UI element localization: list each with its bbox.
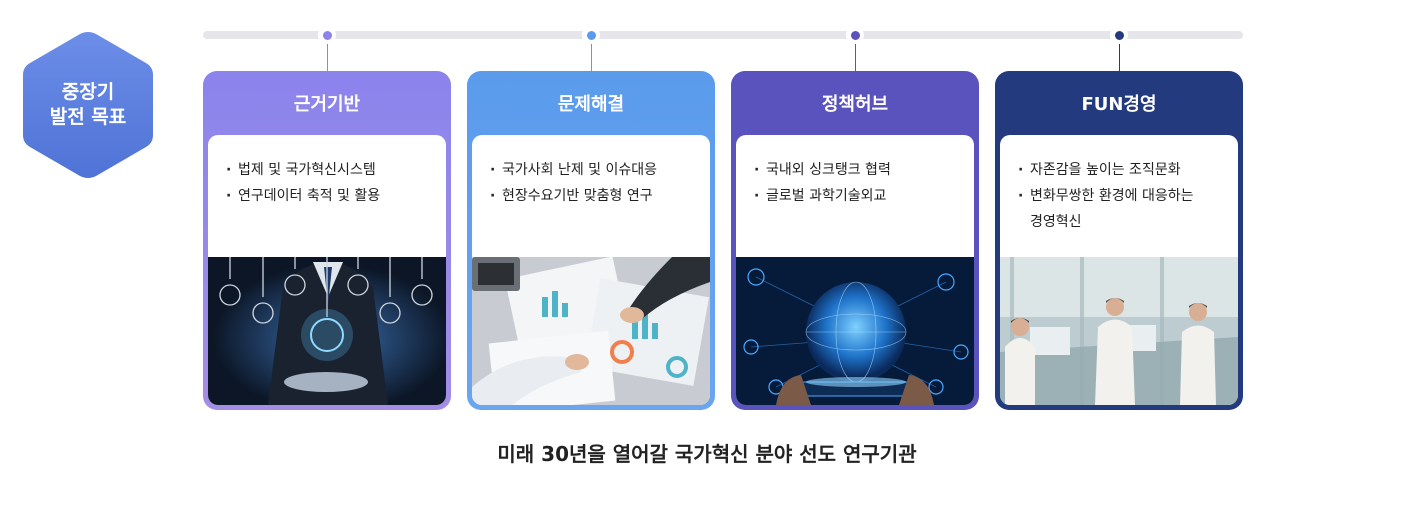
bullet-item: ·현장수요기반 맞춤형 연구 [490,188,653,204]
card-evidence-based: 근거기반 ·법제 및 국가혁신시스템 ·연구데이터 축적 및 활용 [203,71,451,410]
timeline-connector-3 [855,44,856,72]
office-team-meeting-icon [1000,257,1238,405]
timeline-connector-1 [327,44,328,72]
card-body: ·국내외 싱크탱크 협력 ·글로벌 과학기술외교 [736,135,974,405]
hexagon-shape [23,32,153,178]
goal-badge-line2: 발전 목표 [49,106,127,128]
bullet-item: ·글로벌 과학기술외교 [754,188,887,204]
card-policy-hub: 정책허브 ·국내외 싱크탱크 협력 ·글로벌 과학기술외교 [731,71,979,410]
card-title: FUN경영 [1081,94,1157,115]
bullet-item: ·법제 및 국가혁신시스템 [226,162,376,178]
bullet-item: ·변화무쌍한 환경에 대응하는 [1018,188,1194,204]
card-body: ·국가사회 난제 및 이슈대응 ·현장수요기반 맞춤형 연구 [472,135,710,405]
tagline: 미래 30년을 열어갈 국가혁신 분야 선도 연구기관 [497,442,917,466]
bullet-list: ·법제 및 국가혁신시스템 ·연구데이터 축적 및 활용 [208,135,446,257]
timeline-track [203,31,1243,39]
card-problem-solving: 문제해결 ·국가사회 난제 및 이슈대응 ·현장수요기반 맞춤형 연구 [467,71,715,410]
lightbulb-businessman-icon [208,257,446,405]
timeline-connector-2 [591,44,592,72]
card-body: ·자존감을 높이는 조직문화 ·변화무쌍한 환경에 대응하는 경영혁신 [1000,135,1238,405]
bullet-list: ·자존감을 높이는 조직문화 ·변화무쌍한 환경에 대응하는 경영혁신 [1000,135,1238,257]
card-title: 문제해결 [557,94,625,115]
business-charts-meeting-icon [472,257,710,405]
bullet-item: ·국내외 싱크탱크 협력 [754,162,891,178]
timeline-dot-4 [1110,26,1128,44]
bullet-item: ·자존감을 높이는 조직문화 [1018,162,1181,178]
timeline-dot-2 [582,26,600,44]
bullet-list: ·국가사회 난제 및 이슈대응 ·현장수요기반 맞춤형 연구 [472,135,710,257]
card-body: ·법제 및 국가혁신시스템 ·연구데이터 축적 및 활용 [208,135,446,405]
bullet-item-continued: 경영혁신 [1030,214,1082,230]
bullet-item: ·연구데이터 축적 및 활용 [226,188,381,204]
goal-badge-line1: 중장기 [61,81,115,103]
timeline-dot-3 [846,26,864,44]
timeline-dot-1 [318,26,336,44]
timeline-connector-4 [1119,44,1120,72]
digital-globe-network-icon [736,257,974,405]
card-title: 정책허브 [821,94,889,115]
card-title: 근거기반 [293,94,361,115]
card-fun-management: FUN경영 ·자존감을 높이는 조직문화 ·변화무쌍한 환경에 대응하는 경영혁… [995,71,1243,410]
goal-badge: 중장기 발전 목표 [22,30,154,180]
bullet-item: ·국가사회 난제 및 이슈대응 [490,162,658,178]
bullet-list: ·국내외 싱크탱크 협력 ·글로벌 과학기술외교 [736,135,974,257]
